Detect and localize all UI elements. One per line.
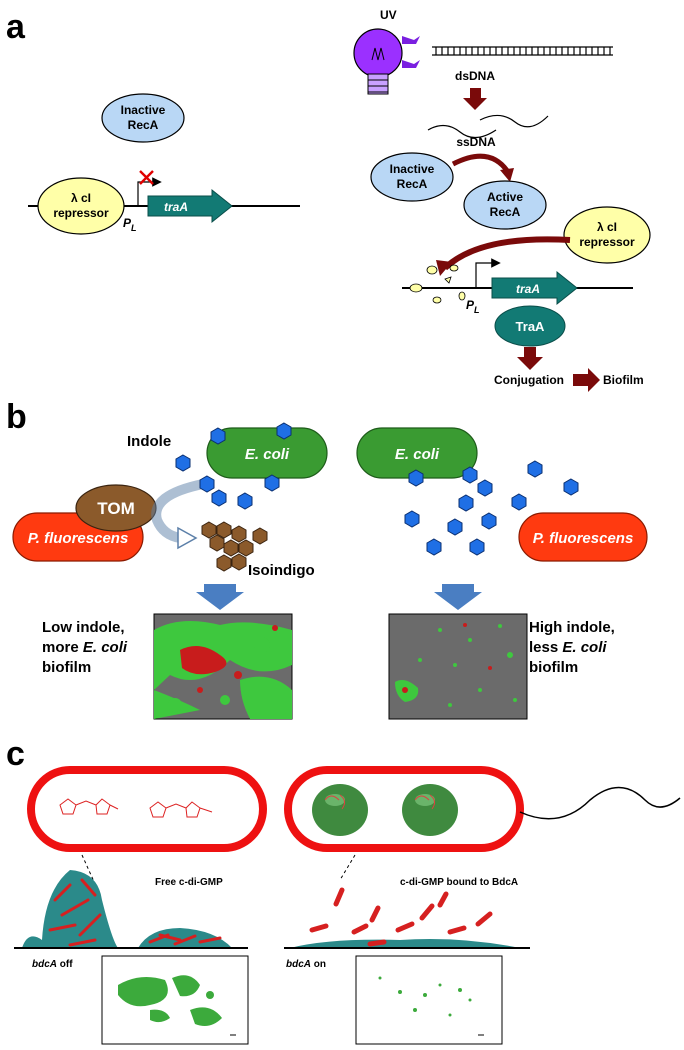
bdca-off-label: bdcA off: [32, 959, 73, 970]
active-reca-label1: Active: [487, 190, 523, 204]
tom-label: TOM: [97, 499, 134, 518]
repressor-left: [37, 177, 125, 235]
isoindigo-label: Isoindigo: [248, 562, 315, 579]
repressor-right-label1: λ cI: [597, 220, 617, 234]
active-reca: [463, 180, 547, 230]
inactive-reca-right-label2: RecA: [397, 177, 428, 191]
panel-c: c Free c-di-GMP c-di-GMP bound to BdcA: [6, 735, 681, 1045]
indole-molecules-left: [175, 422, 292, 510]
isoindigo-molecules: [201, 521, 268, 572]
traa-gene-right: [491, 270, 578, 306]
conversion-arrow: [151, 479, 205, 543]
inactive-reca-left: [101, 93, 185, 143]
dashed-link-right: [339, 854, 356, 881]
right-caption-line2: less E. coli: [529, 639, 607, 656]
repressor-left-label1: λ cI: [71, 191, 91, 205]
repressor-right: [563, 206, 651, 264]
uv-label: UV: [380, 8, 397, 22]
traa-gene-left: [147, 188, 233, 224]
flagellum: [519, 786, 681, 820]
traa-protein-label: TraA: [516, 319, 546, 334]
cell-bound-cdigmp: [284, 766, 524, 852]
left-caption-line3: biofilm: [42, 659, 91, 676]
down-arrow-right: [434, 584, 482, 610]
biofilm-3d-off: [101, 955, 249, 1045]
inactive-reca-right: [370, 152, 454, 202]
uv-bulb-icon: [353, 28, 403, 95]
protein-to-conjugation-arrow: [517, 347, 543, 370]
traa-gene-right-label: traA: [516, 282, 540, 296]
panel-letter-b: b: [6, 398, 27, 436]
panel-letter-c: c: [6, 735, 25, 773]
inactive-reca-left-label1: Inactive: [121, 103, 166, 117]
biofilm-image-high-indole: [388, 613, 528, 720]
biofilm-label-a: Biofilm: [603, 373, 644, 387]
cell-free-cdigmp: [27, 766, 267, 852]
traa-protein: [494, 305, 566, 347]
cdigmp-molecule-1: [59, 798, 119, 815]
ecoli-left-label: E. coli: [245, 446, 290, 463]
promoter-arrow-right: [475, 258, 501, 288]
biofilm-image-low-indole: [153, 613, 293, 720]
cleavage-curve-arrow: [442, 236, 571, 271]
biofilm-3d-on: [355, 955, 503, 1045]
indole-label: Indole: [127, 433, 171, 450]
pfluorescens-right-label: P. fluorescens: [533, 530, 634, 547]
blocked-x-icon: [139, 170, 154, 185]
bdca-on-label: bdcA on: [286, 959, 326, 970]
dsdna-label: dsDNA: [455, 69, 495, 83]
inactive-reca-right-label1: Inactive: [390, 162, 435, 176]
ecoli-right-label: E. coli: [395, 446, 440, 463]
cleavage-curve-arrowhead: [436, 260, 452, 276]
right-caption-line1: High indole,: [529, 619, 615, 636]
biofilm-thick: [22, 870, 232, 948]
left-caption-line2: more E. coli: [42, 639, 128, 656]
uv-ray-icon: [402, 36, 420, 68]
conjugation-to-biofilm-arrow: [573, 368, 600, 392]
promoter-left: PL: [123, 216, 137, 233]
repressor-fragments: [409, 264, 466, 304]
bound-cdigmp-label: c-di-GMP bound to BdcA: [400, 877, 518, 888]
biofilm-thin: [290, 939, 520, 948]
panel-b: b Indole E. coli E. coli P. fluorescens …: [6, 398, 648, 720]
promoter-right: PL: [466, 298, 480, 315]
conversion-arrowhead: [177, 526, 198, 550]
bdca-protein-1: [312, 784, 368, 836]
active-reca-label2: RecA: [490, 205, 521, 219]
dsdna-to-ssdna-arrow: [463, 88, 487, 110]
activation-curve-arrowhead: [500, 168, 514, 182]
panel-letter-a: a: [6, 8, 26, 46]
indole-molecules-right: [404, 460, 579, 556]
left-caption-line1: Low indole,: [42, 619, 125, 636]
inactive-reca-left-label2: RecA: [128, 118, 159, 132]
cdigmp-molecule-2: [149, 801, 213, 818]
free-cdigmp-label: Free c-di-GMP: [155, 877, 223, 888]
panel-a: a Inactive RecA λ cI repressor PL traA U…: [6, 8, 651, 392]
pfluorescens-right-cell: [518, 512, 648, 562]
bdca-protein-2: [402, 784, 458, 836]
conjugation-label: Conjugation: [494, 373, 564, 387]
ssdna-strands: [427, 114, 549, 139]
traa-gene-left-label: traA: [164, 200, 188, 214]
planktonic-cells: [309, 887, 493, 947]
repressor-left-label2: repressor: [53, 206, 109, 220]
right-caption-line3: biofilm: [529, 659, 578, 676]
repressor-right-label2: repressor: [579, 235, 635, 249]
pfluorescens-left-label: P. fluorescens: [28, 530, 129, 547]
activation-curve-arrow: [451, 153, 511, 174]
ssdna-label: ssDNA: [456, 135, 496, 149]
down-arrow-left: [196, 584, 244, 610]
dsdna-strand: [432, 46, 613, 56]
